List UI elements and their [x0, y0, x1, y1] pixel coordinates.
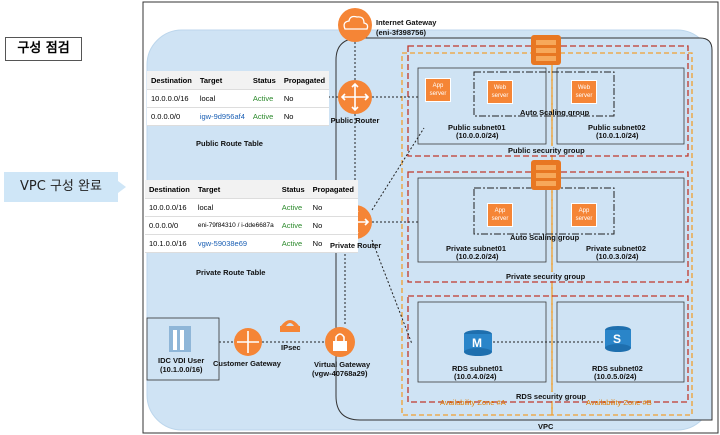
subnet-cidr: (10.0.2.0/24)	[456, 252, 499, 261]
column-header: Destination	[147, 71, 196, 90]
table-cell: No	[308, 216, 358, 235]
page-title: 구성 점검	[5, 37, 82, 61]
app-server-icon: App server	[487, 203, 513, 227]
table-cell: Active	[277, 216, 309, 235]
table-cell: Active	[277, 234, 309, 253]
table-cell: local	[195, 89, 249, 108]
table-cell: local	[193, 198, 278, 217]
table-header-row: Destination Target Status Propagated	[145, 180, 358, 199]
subnet-label: Private subnet02	[586, 244, 647, 253]
table-cell: No	[308, 234, 358, 253]
auto-scaling-label: Auto Scaling group	[520, 108, 590, 117]
ipsec-label: IPsec	[281, 343, 301, 352]
subnet-cidr: (10.0.3.0/24)	[596, 252, 639, 261]
building-icon	[169, 326, 191, 352]
rds-master-icon	[464, 330, 492, 356]
load-balancer-icon	[531, 160, 561, 190]
auto-scaling-label: Auto Scaling group	[510, 233, 580, 242]
subnet-label: Public subnet02	[588, 123, 646, 132]
app-server-icon: App server	[571, 203, 597, 227]
table-cell: Active	[277, 198, 309, 217]
auto-scaling-group-public	[473, 71, 615, 117]
column-header: Propagated	[308, 180, 358, 199]
customer-gateway-label: Customer Gateway	[213, 359, 281, 368]
table-row: 10.0.0.0/16 local Active No	[147, 89, 330, 108]
column-header: Status	[277, 180, 309, 199]
internet-gateway-label: Internet Gateway	[376, 18, 437, 27]
column-header: Target	[193, 180, 278, 199]
public-router-label: Public Router	[330, 116, 380, 125]
app-server-icon: App server	[425, 78, 451, 102]
private-security-group-label: Private security group	[506, 272, 586, 281]
internet-gateway-id: (eni-3f398756)	[376, 28, 427, 37]
rds-master-letter: M	[472, 336, 482, 350]
private-route-table: Destination Target Status Propagated 10.…	[145, 180, 358, 253]
table-cell: 10.0.0.0/16	[145, 198, 194, 217]
subnet-cidr: (10.0.4.0/24)	[454, 372, 497, 381]
column-header: Destination	[145, 180, 194, 199]
table-cell: eni-79f84310 / i-dde6687a	[193, 216, 278, 235]
table-row: 0.0.0.0/0 igw-9d956af4 Active No	[147, 107, 330, 126]
table-row: 10.1.0.0/16 vgw-59038e69 Active No	[145, 234, 358, 253]
subnet-label: Private subnet01	[446, 244, 507, 253]
table-cell: 10.1.0.0/16	[145, 234, 194, 253]
availability-zone-b	[551, 52, 693, 416]
public-route-table: Destination Target Status Propagated 10.…	[147, 71, 330, 126]
idc-user-label: IDC VDI User	[158, 356, 205, 365]
public-security-group-label: Public security group	[508, 146, 585, 155]
table-cell-link[interactable]: igw-9d956af4	[195, 107, 249, 126]
web-server-icon: Web server	[571, 80, 597, 104]
table-cell: No	[279, 107, 330, 126]
virtual-gateway-icon	[325, 327, 355, 357]
public-route-table-caption: Public Route Table	[196, 139, 263, 148]
table-cell: 0.0.0.0/0	[145, 216, 194, 235]
virtual-gateway-id: (vgw-40768a29)	[312, 369, 368, 378]
rds-standby-icon	[605, 326, 631, 352]
table-cell-link[interactable]: vgw-59038e69	[193, 234, 278, 253]
internet-gateway-icon	[338, 8, 372, 42]
subnet-cidr: (10.0.0.0/24)	[456, 131, 499, 140]
idc-user-cidr: (10.1.0.0/16)	[160, 365, 203, 374]
status-callout: VPC 구성 완료	[4, 172, 126, 202]
router-icon	[338, 80, 372, 114]
table-cell: No	[279, 89, 330, 108]
subnet-label: RDS subnet02	[592, 364, 643, 373]
private-router-label: Private Router	[330, 241, 382, 250]
subnet-cidr: (10.0.5.0/24)	[594, 372, 637, 381]
table-cell: Active	[248, 107, 280, 126]
rds-security-group-label: RDS security group	[516, 392, 587, 401]
subnet-label: RDS subnet01	[452, 364, 503, 373]
column-header: Propagated	[279, 71, 330, 90]
column-header: Status	[248, 71, 280, 90]
rds-standby-letter: S	[613, 332, 622, 346]
table-cell: 0.0.0.0/0	[147, 107, 196, 126]
private-route-table-caption: Private Route Table	[196, 268, 266, 277]
availability-zone-label: Availability Zone #A	[440, 398, 506, 407]
subnet-boxes	[417, 67, 685, 383]
table-cell: 10.0.0.0/16	[147, 89, 196, 108]
subnet-cidr: (10.0.1.0/24)	[596, 131, 639, 140]
availability-zone-label: Availability Zone #B	[586, 398, 652, 407]
customer-gateway-icon	[234, 328, 262, 356]
rds-security-group-box	[407, 295, 689, 403]
subnet-label: Public subnet01	[448, 123, 506, 132]
table-row: 0.0.0.0/0 eni-79f84310 / i-dde6687a Acti…	[145, 216, 358, 235]
load-balancer-icon	[531, 35, 561, 65]
vpc-label: VPC	[538, 422, 554, 431]
table-cell: Active	[248, 89, 280, 108]
table-row: 10.0.0.0/16 local Active No	[145, 198, 358, 217]
virtual-gateway-label: Virtual Gateway	[314, 360, 371, 369]
ipsec-tunnel-icon	[280, 320, 300, 332]
table-header-row: Destination Target Status Propagated	[147, 71, 330, 90]
web-server-icon: Web server	[487, 80, 513, 104]
column-header: Target	[195, 71, 249, 90]
table-cell: No	[308, 198, 358, 217]
